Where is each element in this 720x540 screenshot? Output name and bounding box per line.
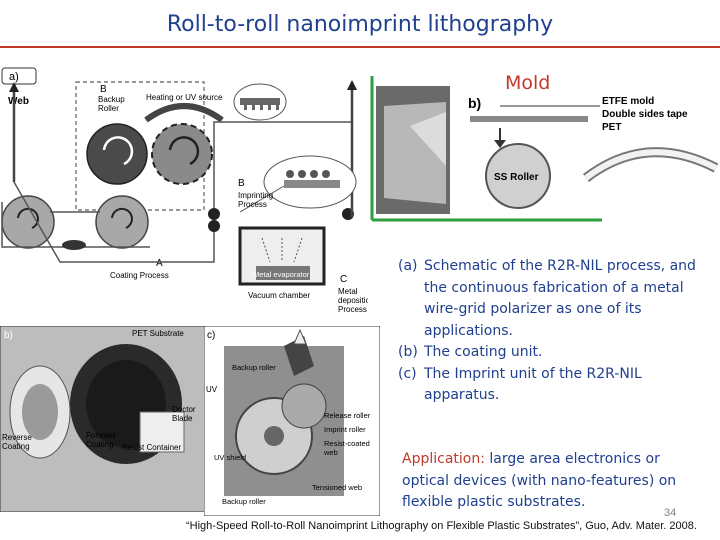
fig-a-vacuum-label: Vacuum chamber	[248, 291, 310, 300]
fig-a-metal-3: Process	[338, 305, 367, 314]
fig-a-source-label: Heating or UV source	[146, 93, 223, 102]
application-text: large area electronics or optical device…	[402, 451, 677, 510]
fig-a-metal-1: Metal	[338, 287, 358, 296]
fig-a-evaporator-label: Metal evaporator	[253, 270, 310, 279]
fig-b-reverse-2: Coating	[2, 442, 30, 451]
fig-a-backup-roller-1: Backup	[98, 95, 125, 104]
fig-c-panel-label: c)	[207, 330, 215, 341]
figure-b-coating-unit: b) PET Substrate Doctor Blade Reverse Co…	[0, 326, 206, 512]
application-note: Application: large area electronics or o…	[402, 449, 702, 514]
fig-a-backup-roller-2: Roller	[98, 104, 119, 113]
fig-a-coating-label: Coating Process	[110, 271, 169, 280]
caption-item-c: (c) The Imprint unit of the R2R-NIL appa…	[398, 364, 716, 407]
figure-caption: (a) Schematic of the R2R-NIL process, an…	[398, 256, 716, 407]
caption-marker: (c)	[398, 365, 417, 382]
figure-c-imprint-unit: c) Backup roller UV Release roller Impri…	[204, 326, 380, 516]
figure-mold: b) SS Roller ETFE mold Double sides tape…	[370, 76, 719, 222]
mold-layer-2: Double sides tape	[602, 109, 688, 120]
fig-b-doctor-2: Blade	[172, 414, 193, 423]
fig-c-resist-web-2: web	[323, 448, 338, 457]
slide-title: Roll-to-roll nanoimprint lithography	[166, 12, 554, 37]
fig-a-web-label: Web	[8, 96, 29, 107]
fig-b-pet-label: PET Substrate	[132, 329, 184, 338]
fig-c-tensioned-label: Tensioned web	[312, 483, 362, 492]
fig-a-imprinting-2: Process	[238, 200, 267, 209]
fig-c-uv-label: UV	[206, 385, 218, 394]
fig-b-forward-2: Coating	[86, 440, 114, 449]
fig-c-resist-web-1: Resist-coated	[324, 439, 370, 448]
title-divider	[0, 46, 720, 48]
mold-label: Mold	[505, 72, 551, 94]
fig-c-uv-shield-label: UV shield	[214, 453, 246, 462]
fig-a-imprinting-1: Imprinting	[238, 191, 273, 200]
page-number: 34	[664, 507, 677, 519]
caption-text: Schematic of the R2R-NIL process, and th…	[424, 258, 696, 339]
caption-item-a: (a) Schematic of the R2R-NIL process, an…	[398, 256, 716, 342]
caption-item-b: (b) The coating unit.	[398, 342, 716, 364]
fig-a-metal-2: deposition	[338, 296, 368, 305]
caption-text: The coating unit.	[424, 344, 543, 360]
fig-a-c-label: C	[340, 274, 347, 285]
caption-marker: (a)	[398, 258, 418, 274]
mold-panel-label: b)	[468, 95, 481, 111]
fig-c-backup-bottom: Backup roller	[222, 497, 266, 506]
fig-c-imprint-label: Imprint roller	[324, 425, 366, 434]
fig-c-release-label: Release roller	[324, 411, 371, 420]
fig-a-b-upper: B	[100, 84, 107, 95]
mold-layer-1: ETFE mold	[602, 96, 654, 107]
mold-roller-label: SS Roller	[494, 172, 539, 183]
mold-layer-3: PET	[602, 122, 621, 133]
figure-a-schematic: a) Web B Backup Roller Heating or UV sou…	[0, 62, 368, 320]
caption-text: The Imprint unit of the R2R-NIL apparatu…	[424, 365, 642, 404]
caption-marker: (b)	[398, 344, 418, 360]
fig-a-a-label: A	[156, 258, 163, 269]
fig-b-reverse-1: Reverse	[2, 433, 32, 442]
fig-b-forward-1: Forward	[86, 431, 115, 440]
fig-c-backup-top: Backup roller	[232, 363, 276, 372]
fig-b-doctor-1: Doctor	[172, 405, 196, 414]
fig-a-panel-label: a)	[9, 71, 19, 83]
fig-a-b-lower: B	[238, 178, 245, 189]
reference-citation: “High-Speed Roll-to-Roll Nanoimprint Lit…	[186, 520, 697, 532]
application-lead: Application:	[402, 451, 485, 467]
fig-b-resist-label: Resist Container	[122, 443, 181, 452]
fig-b-panel-label: b)	[4, 330, 13, 341]
